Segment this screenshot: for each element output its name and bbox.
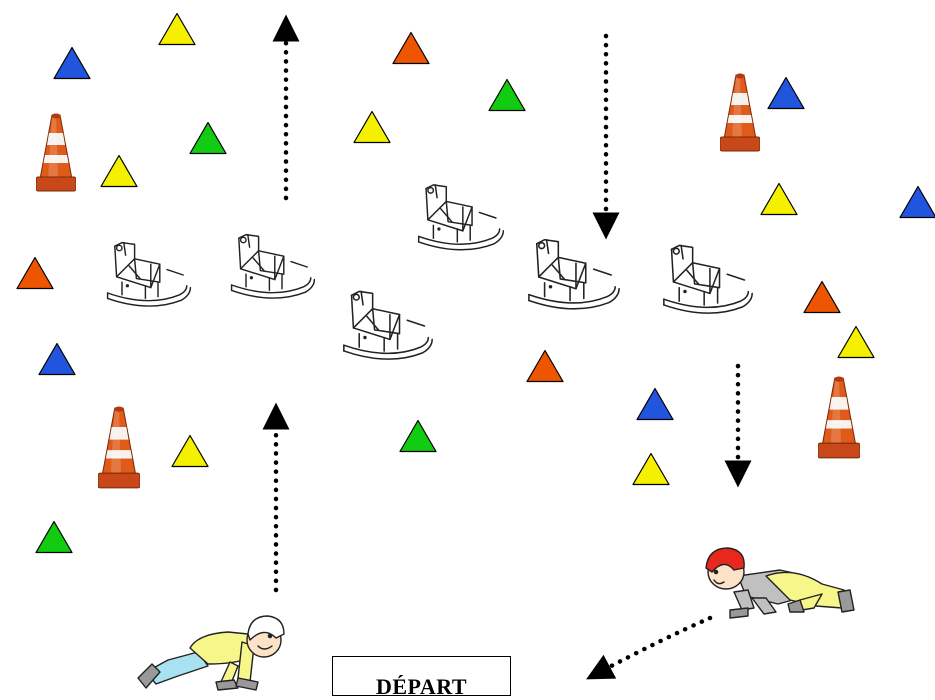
dotted-arrow-icon <box>586 615 713 680</box>
blue-triangle-marker-icon <box>636 387 674 421</box>
triangle-markers <box>16 12 935 554</box>
crawling-child-icon <box>137 615 285 691</box>
traffic-cone-icon <box>818 376 860 459</box>
sled-icon <box>342 290 434 361</box>
blue-triangle-marker-icon <box>899 185 935 219</box>
yellow-triangle-marker-icon <box>760 182 798 216</box>
blue-triangle-marker-icon <box>53 46 91 80</box>
blue-triangle-marker-icon <box>767 76 805 110</box>
sled-icon <box>662 244 754 315</box>
start-box: DÉPART <box>332 656 511 699</box>
traffic-cone-icon <box>36 113 76 192</box>
green-triangle-marker-icon <box>399 419 437 453</box>
traffic-cone-icon <box>720 72 760 152</box>
orange-triangle-marker-icon <box>392 31 430 65</box>
yellow-triangle-marker-icon <box>171 434 209 468</box>
green-triangle-marker-icon <box>189 121 227 155</box>
yellow-triangle-marker-icon <box>100 154 138 188</box>
orange-triangle-marker-icon <box>803 280 841 314</box>
sleds <box>106 183 754 361</box>
green-triangle-marker-icon <box>488 78 526 112</box>
orange-triangle-marker-icon <box>16 256 54 290</box>
crawling-child-icon <box>705 547 855 619</box>
blue-triangle-marker-icon <box>38 342 76 376</box>
yellow-triangle-marker-icon <box>837 325 875 359</box>
sled-icon <box>527 238 621 310</box>
sled-icon <box>417 183 505 251</box>
sled-icon <box>106 241 192 307</box>
orange-triangle-marker-icon <box>526 349 564 383</box>
yellow-triangle-marker-icon <box>353 110 391 144</box>
yellow-triangle-marker-icon <box>158 12 196 46</box>
traffic-cone-icon <box>98 406 140 489</box>
sled-icon <box>230 233 316 299</box>
green-triangle-marker-icon <box>35 520 73 554</box>
yellow-triangle-marker-icon <box>632 452 670 486</box>
dotted-arrows <box>262 14 752 680</box>
start-label: DÉPART <box>375 674 468 699</box>
